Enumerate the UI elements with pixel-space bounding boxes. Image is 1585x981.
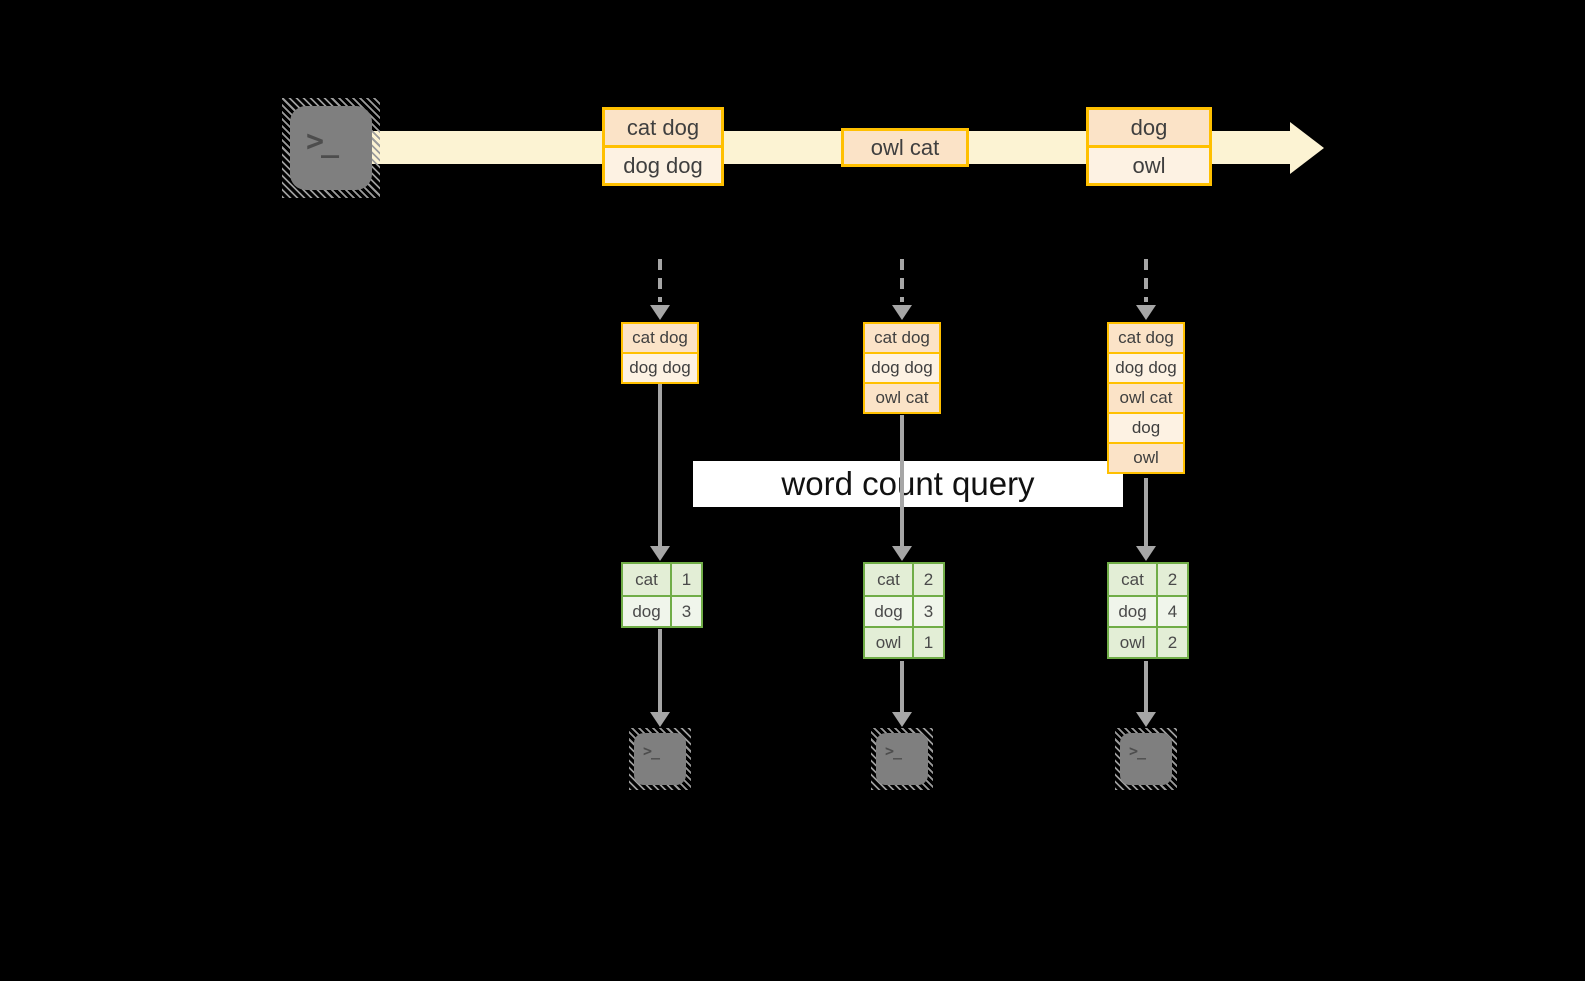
query-label: word count query bbox=[693, 461, 1123, 507]
buffer-row: owl cat bbox=[863, 382, 941, 414]
stream-event-box-2: owl cat bbox=[841, 128, 969, 167]
event-line: dog dog bbox=[605, 145, 721, 183]
stream-event-box-1: cat dog dog dog bbox=[602, 107, 724, 186]
count-cell: 1 bbox=[670, 564, 701, 595]
buffer-row: dog dog bbox=[1107, 352, 1185, 384]
count-cell: 1 bbox=[912, 628, 943, 657]
table-row: cat 1 bbox=[623, 564, 701, 595]
count-cell: 3 bbox=[670, 597, 701, 626]
word-cell: dog bbox=[865, 597, 912, 626]
event-line: dog bbox=[1089, 110, 1209, 145]
table-row: owl 1 bbox=[865, 626, 943, 657]
table-row: dog 3 bbox=[623, 595, 701, 626]
terminal-body: >_ bbox=[1120, 733, 1172, 785]
count-table-3: cat 2 dog 4 owl 2 bbox=[1107, 562, 1189, 659]
word-cell: dog bbox=[623, 597, 670, 626]
count-cell: 2 bbox=[1156, 628, 1187, 657]
terminal-prompt-glyph: >_ bbox=[1129, 742, 1146, 760]
buffer-row: dog dog bbox=[863, 352, 941, 384]
word-cell: owl bbox=[865, 628, 912, 657]
table-row: owl 2 bbox=[1109, 626, 1187, 657]
table-row: cat 2 bbox=[865, 564, 943, 595]
terminal-prompt-glyph: >_ bbox=[643, 742, 660, 760]
event-line: owl bbox=[1089, 145, 1209, 183]
count-cell: 2 bbox=[1156, 564, 1187, 595]
event-line: owl cat bbox=[844, 131, 966, 164]
terminal-body: >_ bbox=[634, 733, 686, 785]
stream-arrow-right-icon bbox=[1290, 122, 1324, 174]
word-cell: cat bbox=[865, 564, 912, 595]
buffer-stack-2: cat dog dog dog owl cat bbox=[863, 322, 941, 414]
buffer-row: cat dog bbox=[1107, 322, 1185, 354]
buffer-stack-1: cat dog dog dog bbox=[621, 322, 699, 384]
word-cell: cat bbox=[1109, 564, 1156, 595]
buffer-row: owl bbox=[1107, 442, 1185, 474]
output-terminal-icon-2: >_ bbox=[871, 728, 933, 790]
table-row: dog 3 bbox=[865, 595, 943, 626]
word-cell: owl bbox=[1109, 628, 1156, 657]
terminal-prompt-glyph: >_ bbox=[885, 742, 902, 760]
table-row: dog 4 bbox=[1109, 595, 1187, 626]
event-line: cat dog bbox=[605, 110, 721, 145]
count-cell: 2 bbox=[912, 564, 943, 595]
word-cell: dog bbox=[1109, 597, 1156, 626]
buffer-stack-3: cat dog dog dog owl cat dog owl bbox=[1107, 322, 1185, 474]
buffer-row: cat dog bbox=[621, 322, 699, 354]
buffer-row: dog dog bbox=[621, 352, 699, 384]
terminal-body: >_ bbox=[290, 106, 372, 190]
stream-event-box-3: dog owl bbox=[1086, 107, 1212, 186]
terminal-prompt-glyph: >_ bbox=[306, 124, 339, 159]
count-table-2: cat 2 dog 3 owl 1 bbox=[863, 562, 945, 659]
source-terminal-icon: >_ bbox=[282, 98, 380, 198]
output-terminal-icon-3: >_ bbox=[1115, 728, 1177, 790]
buffer-row: owl cat bbox=[1107, 382, 1185, 414]
buffer-row: dog bbox=[1107, 412, 1185, 444]
count-table-1: cat 1 dog 3 bbox=[621, 562, 703, 628]
count-cell: 3 bbox=[912, 597, 943, 626]
buffer-row: cat dog bbox=[863, 322, 941, 354]
word-cell: cat bbox=[623, 564, 670, 595]
terminal-body: >_ bbox=[876, 733, 928, 785]
table-row: cat 2 bbox=[1109, 564, 1187, 595]
count-cell: 4 bbox=[1156, 597, 1187, 626]
output-terminal-icon-1: >_ bbox=[629, 728, 691, 790]
